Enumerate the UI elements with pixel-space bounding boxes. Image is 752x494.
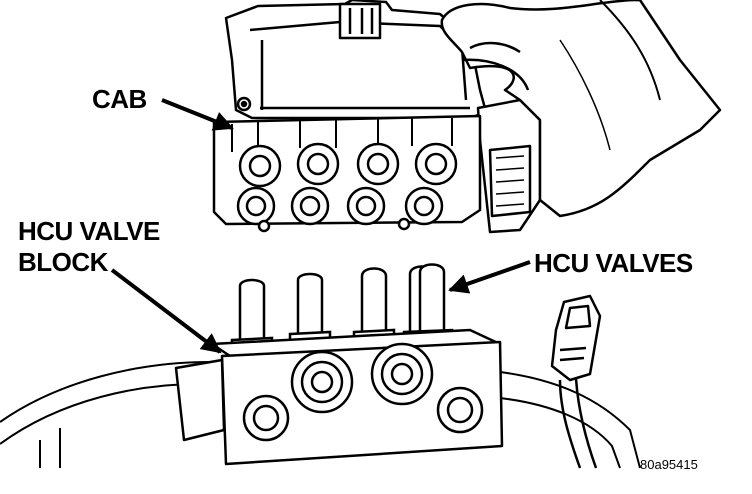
hcu-valves-label: HCU VALVES	[534, 248, 693, 278]
hcu-valve-block-label-line2: BLOCK	[18, 247, 108, 277]
cab-label: CAB	[92, 84, 147, 114]
wire-connector	[550, 294, 602, 469]
leader-arrows	[110, 98, 531, 354]
hcu-valve-block-arrow	[110, 268, 222, 354]
hcu-valves-arrow	[448, 260, 531, 294]
cab-arrow	[161, 98, 234, 131]
hcu-valve-block-label-line1: HCU VALVE	[18, 216, 160, 246]
hand-illustration	[440, 0, 722, 218]
figure-number: 80a95415	[640, 457, 698, 472]
cab-module	[212, 0, 542, 234]
hcu-valve-block-label: HCU VALVE BLOCK	[18, 216, 160, 278]
hcu-valve-block	[174, 328, 504, 466]
